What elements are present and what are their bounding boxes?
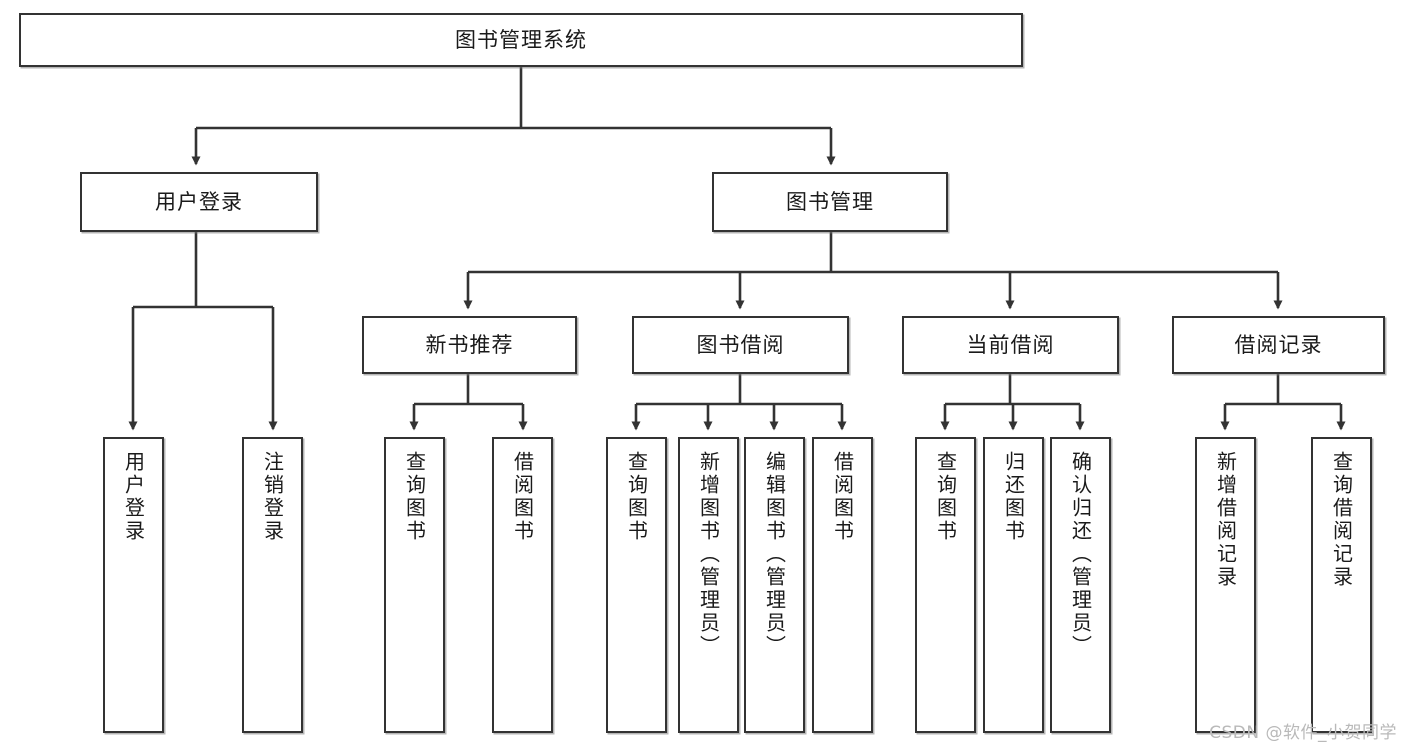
node-leaf-add-record-label: 新增借阅记录 [1213,451,1238,589]
node-current-borrow[interactable]: 当前借阅 [902,316,1119,374]
node-leaf-user-login[interactable]: 用户登录 [103,437,164,733]
node-leaf-query-record[interactable]: 查询借阅记录 [1311,437,1372,733]
node-user-login[interactable]: 用户登录 [80,172,318,232]
node-borrow-record[interactable]: 借阅记录 [1172,316,1385,374]
node-new-book-rec[interactable]: 新书推荐 [362,316,577,374]
node-root-label: 图书管理系统 [455,27,587,52]
node-leaf-add-book-label: 新增图书（管理员） [696,451,721,658]
node-book-borrow[interactable]: 图书借阅 [632,316,849,374]
node-book-manage[interactable]: 图书管理 [712,172,948,232]
node-book-borrow-label: 图书借阅 [696,332,785,357]
node-leaf-return-book[interactable]: 归还图书 [983,437,1044,733]
node-leaf-logout[interactable]: 注销登录 [242,437,303,733]
node-leaf-add-book[interactable]: 新增图书（管理员） [678,437,739,733]
node-leaf-return-book-label: 归还图书 [1001,451,1026,543]
node-new-book-rec-label: 新书推荐 [425,332,514,357]
node-leaf-query-book-3-label: 查询图书 [933,451,958,543]
node-leaf-borrow-book-1[interactable]: 借阅图书 [492,437,553,733]
node-borrow-record-label: 借阅记录 [1234,332,1323,357]
node-leaf-query-book-3[interactable]: 查询图书 [915,437,976,733]
node-leaf-query-book-2-label: 查询图书 [624,451,649,543]
node-leaf-logout-label: 注销登录 [260,451,285,543]
node-leaf-borrow-book-2-label: 借阅图书 [830,451,855,543]
node-leaf-query-book-1[interactable]: 查询图书 [384,437,445,733]
node-root[interactable]: 图书管理系统 [19,13,1023,67]
node-leaf-user-login-label: 用户登录 [121,451,146,543]
csdn-watermark: CSDN @软件_小贺同学 [1209,723,1397,743]
node-leaf-query-book-2[interactable]: 查询图书 [606,437,667,733]
node-leaf-borrow-book-1-label: 借阅图书 [510,451,535,543]
node-leaf-confirm-return[interactable]: 确认归还（管理员） [1050,437,1111,733]
node-leaf-query-record-label: 查询借阅记录 [1329,451,1354,589]
node-user-login-label: 用户登录 [155,189,243,214]
node-leaf-edit-book-label: 编辑图书（管理员） [762,451,787,658]
node-leaf-confirm-return-label: 确认归还（管理员） [1068,451,1093,658]
node-leaf-edit-book[interactable]: 编辑图书（管理员） [744,437,805,733]
node-leaf-add-record[interactable]: 新增借阅记录 [1195,437,1256,733]
node-book-manage-label: 图书管理 [786,189,874,214]
node-leaf-borrow-book-2[interactable]: 借阅图书 [812,437,873,733]
node-leaf-query-book-1-label: 查询图书 [402,451,427,543]
node-current-borrow-label: 当前借阅 [966,332,1055,357]
